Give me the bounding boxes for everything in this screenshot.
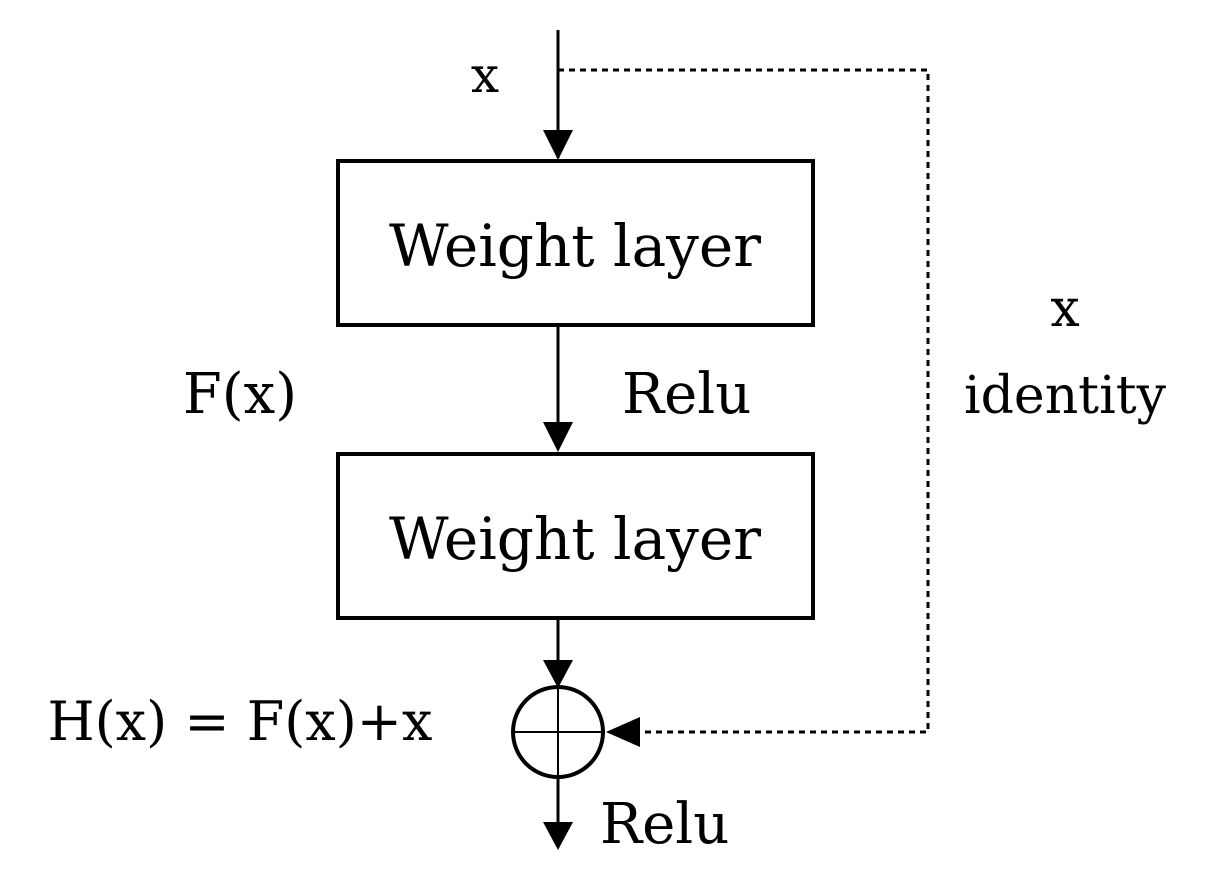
- identity-shortcut-arrowhead: [606, 717, 640, 747]
- relu-label-1: Relu: [622, 362, 751, 427]
- output-arrowhead: [543, 822, 573, 850]
- weight-layer-2-box: [336, 452, 815, 620]
- shortcut-identity-label: identity: [964, 366, 1167, 426]
- input-label: x: [471, 46, 499, 104]
- weight-layer-1-box: [336, 159, 815, 327]
- sum-input-arrowhead: [543, 660, 573, 688]
- sum-label: H(x) = F(x)+x: [47, 690, 432, 753]
- shortcut-x-label: x: [1050, 279, 1079, 339]
- input-arrowhead: [543, 130, 573, 160]
- weight-layer-2-label: Weight layer: [389, 505, 761, 573]
- fx-label: F(x): [183, 362, 297, 427]
- relu-arrowhead: [543, 422, 573, 452]
- weight-layer-1-label: Weight layer: [389, 212, 761, 280]
- relu-label-2: Relu: [600, 792, 729, 857]
